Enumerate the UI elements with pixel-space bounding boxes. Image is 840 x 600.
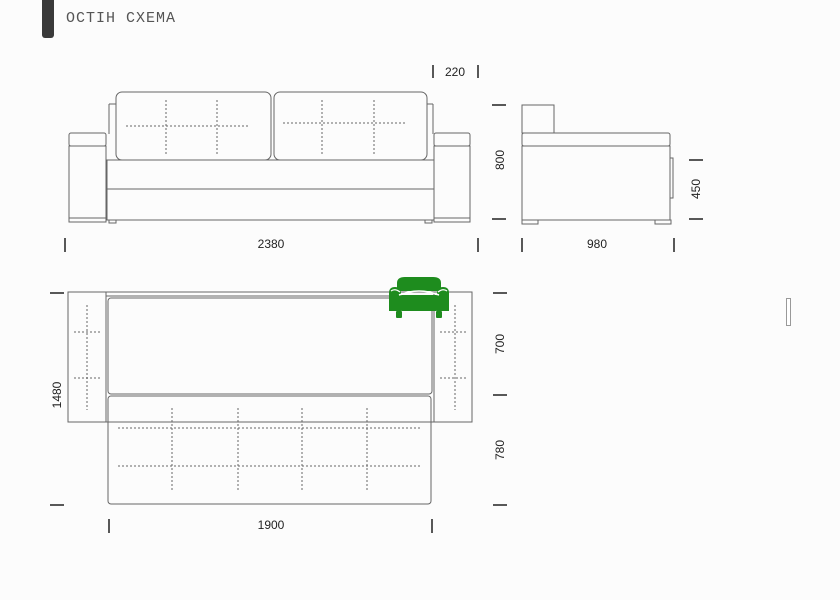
dim-depth-top: 1480 — [50, 381, 64, 408]
side-view — [521, 104, 703, 252]
back-cushion-right — [273, 91, 428, 161]
dim-width-front: 2380 — [258, 237, 285, 251]
arm-left-top — [68, 132, 107, 147]
front-view — [64, 65, 506, 252]
side-arm-top — [521, 132, 671, 147]
top-seat-section — [107, 395, 432, 505]
top-frame — [67, 291, 473, 423]
arm-right-top — [433, 132, 471, 147]
scroll-handle[interactable] — [786, 298, 791, 326]
top-arm-right — [433, 291, 473, 423]
page-title: ОСТІН СХЕМА — [66, 10, 177, 27]
side-backrest — [521, 104, 555, 134]
dim-seat-depth: 780 — [493, 440, 507, 460]
dim-back-depth: 700 — [493, 334, 507, 354]
dim-seat-width: 1900 — [258, 518, 285, 532]
dim-seat-height: 450 — [689, 179, 703, 199]
title-bar-accent — [42, 0, 54, 38]
arm-left — [68, 145, 107, 223]
dim-height-front: 800 — [493, 150, 507, 170]
top-back-section — [107, 297, 433, 395]
armchair-icon[interactable] — [389, 277, 449, 318]
seat-base — [106, 159, 435, 221]
top-arm-left — [67, 291, 107, 423]
side-body — [521, 145, 671, 221]
top-view — [50, 291, 507, 533]
dim-depth-side: 980 — [587, 237, 607, 251]
arm-right — [433, 145, 471, 223]
dim-cushion: 220 — [445, 65, 465, 79]
